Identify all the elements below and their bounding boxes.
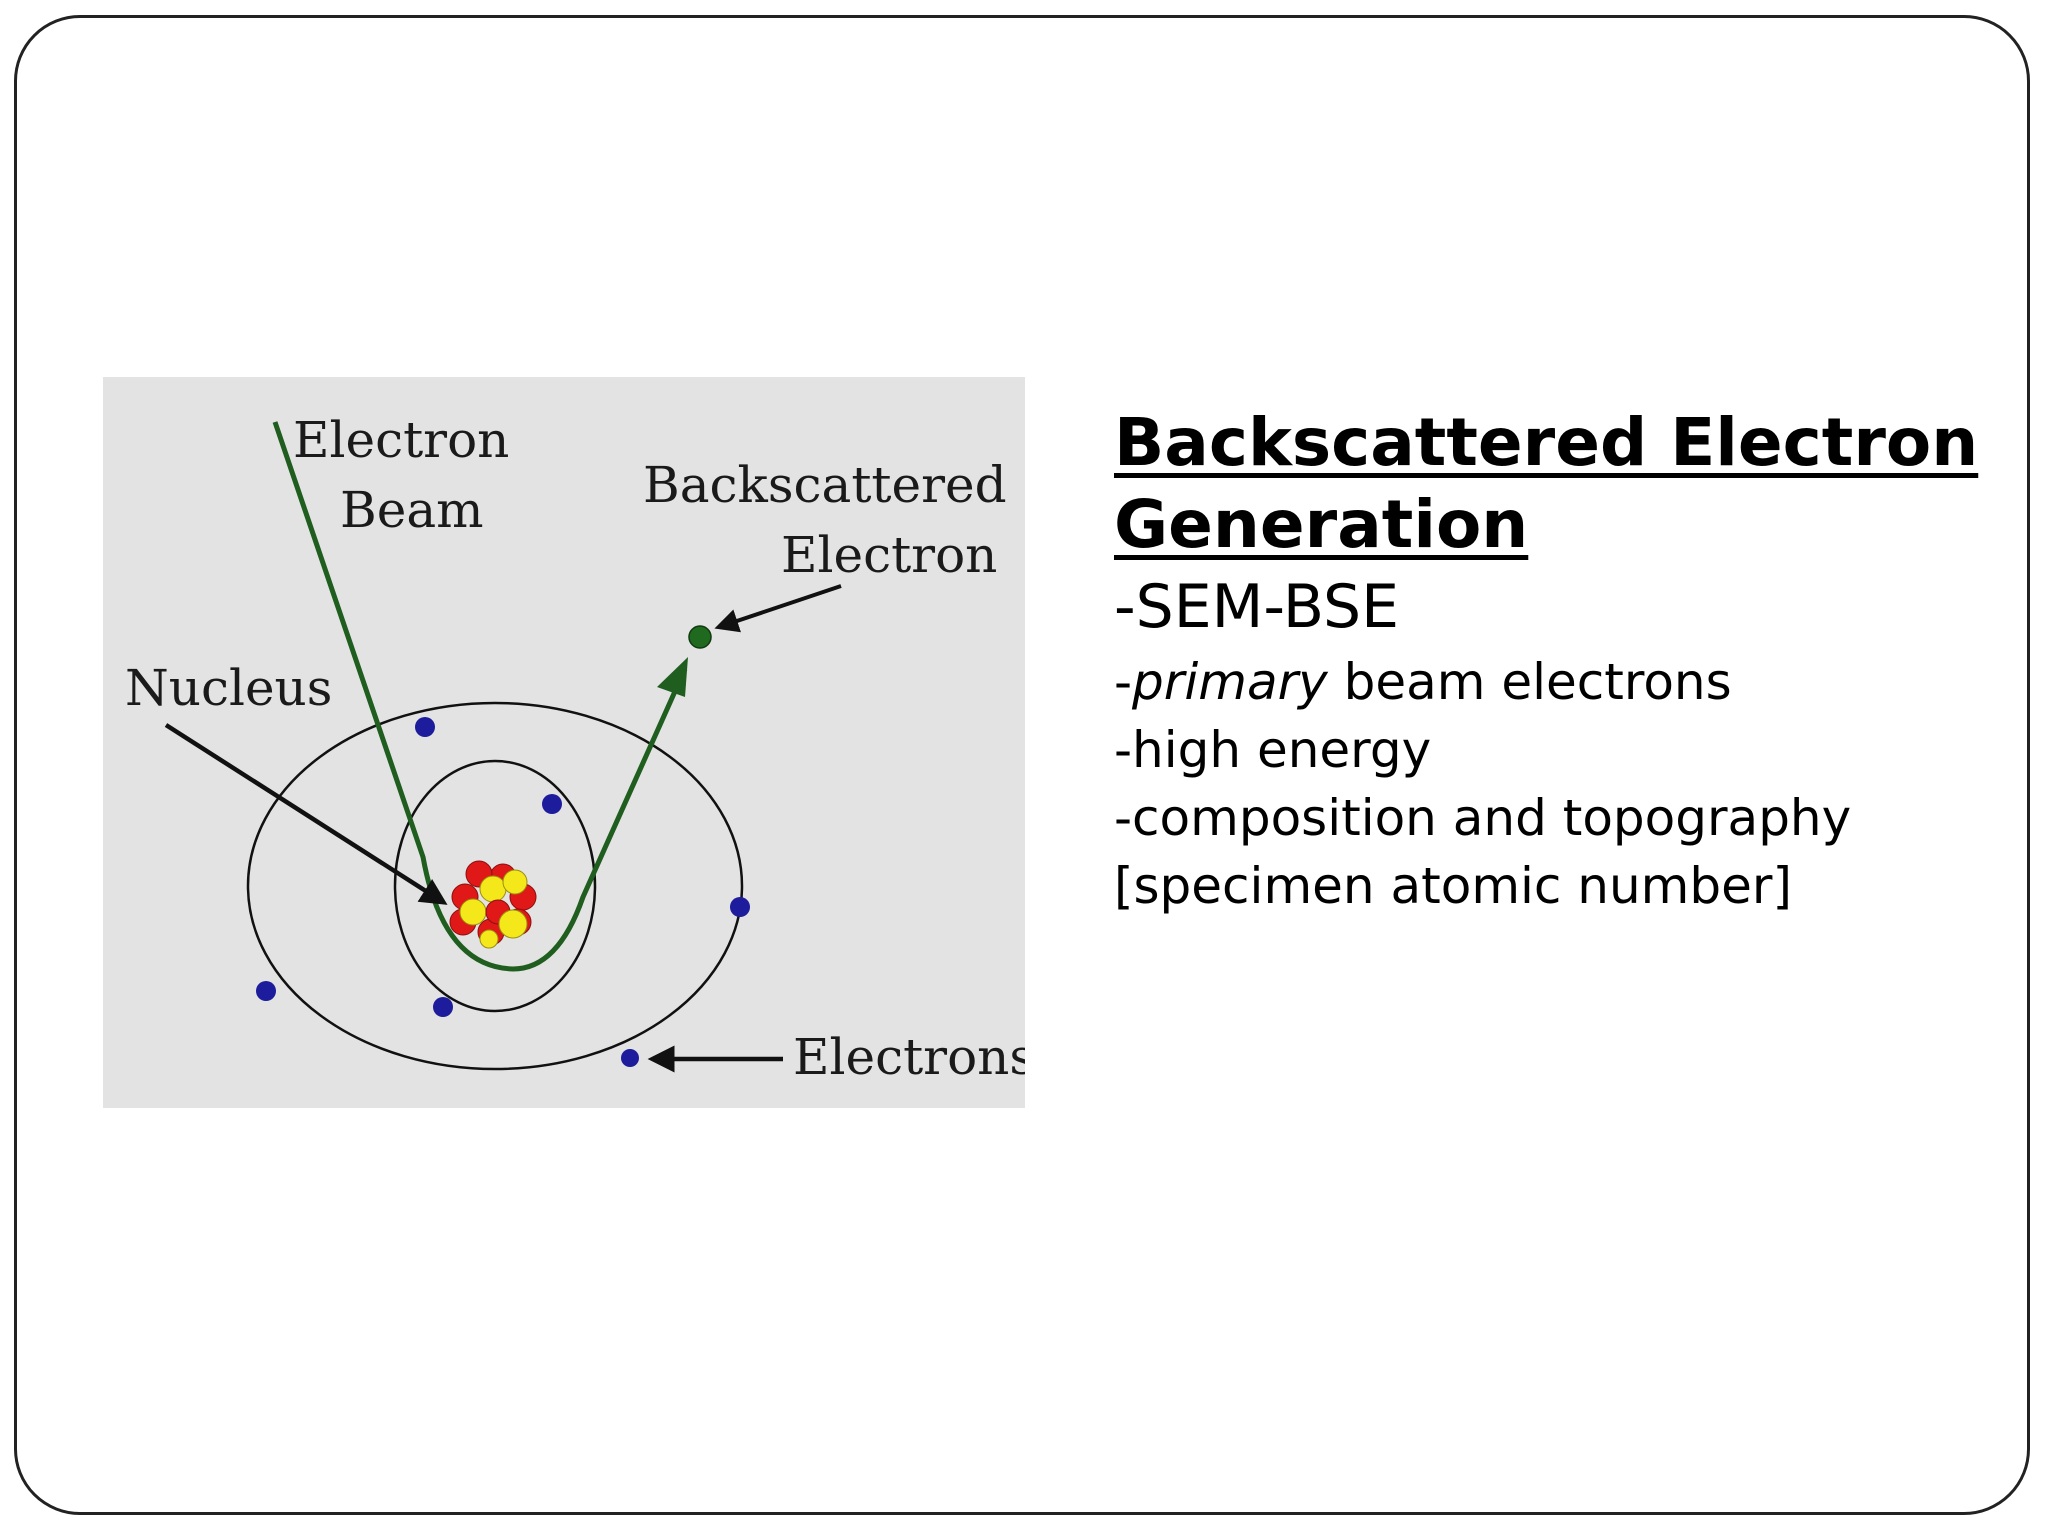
bullet-primary-rest: beam electrons (1327, 653, 1732, 711)
outer-orbit (246, 701, 744, 1071)
bullet-high-energy: -high energy (1114, 721, 1432, 779)
heading-line2: Generation (1114, 486, 1529, 563)
electron-dot (542, 794, 562, 814)
slide-subtitle: -SEM-BSE (1114, 572, 1400, 642)
beam-arrowhead (657, 657, 688, 697)
inner-orbit (393, 759, 597, 1013)
slide-heading: Backscattered Electron Generation (1114, 402, 1994, 566)
atom-diagram: Electron Beam Backscattered Electron Nuc… (103, 377, 1025, 1108)
label-backscattered-electron: Electron (781, 526, 997, 584)
bullet-primary-prefix: - (1114, 653, 1133, 711)
label-electron: Electron (293, 411, 509, 469)
label-backscattered: Backscattered (643, 456, 1007, 514)
slide-text: Backscattered Electron Generation -SEM-B… (1114, 402, 1994, 920)
label-beam: Beam (340, 481, 484, 539)
label-nucleus: Nucleus (125, 659, 332, 717)
electron-dot (730, 897, 750, 917)
electron-dot (621, 1049, 639, 1067)
bullet-primary: -primary beam electrons (1114, 648, 1994, 716)
electron-dot (256, 981, 276, 1001)
bullet-primary-emph: primary (1132, 653, 1328, 711)
backscattered-arrow (714, 584, 842, 633)
backscattered-electron-dot (688, 625, 712, 649)
nucleus-arrow (164, 723, 448, 905)
electron-dot (433, 997, 453, 1017)
atom-diagram-svg: Electron Beam Backscattered Electron Nuc… (125, 411, 1025, 1086)
nucleus-cluster (449, 860, 537, 949)
electron-dot (415, 717, 435, 737)
bullet-atomic-number: [specimen atomic number] (1114, 857, 1792, 915)
heading-line1: Backscattered Electron (1114, 404, 1979, 481)
bullet-composition: -composition and topography (1114, 789, 1852, 847)
label-electrons: Electrons (793, 1028, 1025, 1086)
